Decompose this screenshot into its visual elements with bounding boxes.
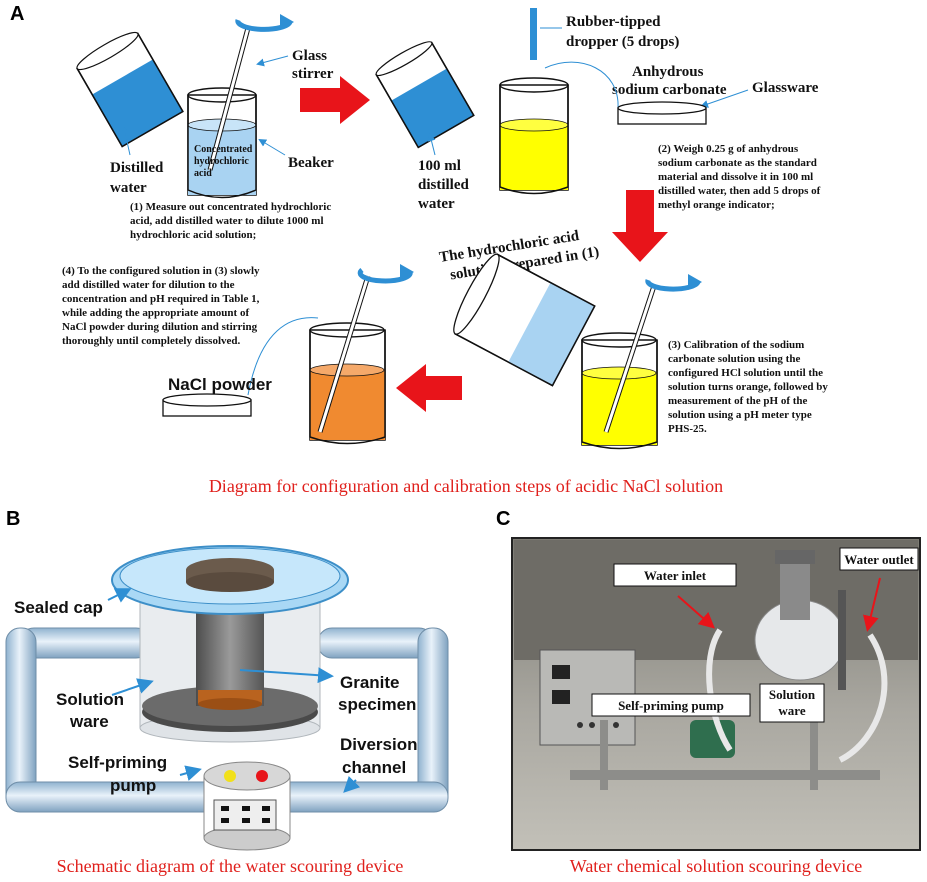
label-water-inlet: Water inlet (644, 568, 707, 583)
sodium-carbonate-beaker (499, 77, 569, 195)
label-water-outlet: Water outlet (844, 552, 914, 567)
label-box-water-outlet (839, 547, 919, 571)
label-box-water-inlet (613, 563, 737, 587)
label-glassware: Glassware (752, 80, 819, 96)
flow-arrow-2 (612, 190, 668, 262)
calibration-beaker (581, 332, 658, 450)
panel-b-letter: B (6, 508, 20, 530)
distilled-water-100ml-beaker (375, 41, 475, 149)
caption-panel-a: Diagram for configuration and calibratio… (209, 476, 723, 496)
dropper-icon (530, 8, 537, 60)
stir-rotation-icon-4 (357, 268, 413, 284)
caption-panel-b: Schematic diagram of the water scouring … (57, 856, 404, 876)
label-sealed-cap: Sealed cap (14, 598, 103, 617)
flow-arrow-1 (300, 76, 370, 124)
panel-c-letter: C (496, 508, 510, 530)
device-photo (511, 537, 921, 851)
label-nacl-powder: NaCl powder (168, 375, 272, 394)
hcl-beaker (187, 87, 257, 199)
label-beaker: Beaker (288, 155, 334, 171)
hcl-solution-pour-beaker (453, 253, 596, 387)
step-4-text: (4) To the configured solution in (3) sl… (62, 265, 260, 347)
caption-panel-c: Water chemical solution scouring device (570, 856, 862, 876)
label-self-priming-pump: Self-priming pump (618, 698, 724, 713)
sealed-cap (111, 545, 349, 615)
step-1-text: (1) Measure out concentrated hydrochlori… (130, 201, 331, 241)
diversion-channel-pipe (5, 627, 449, 813)
panel-a-letter: A (10, 3, 24, 25)
glassware-dish (617, 101, 707, 125)
flow-arrow-3 (396, 364, 462, 412)
self-priming-pump (203, 761, 291, 851)
label-box-solution-ware (759, 683, 825, 723)
label-box-pump (591, 693, 751, 717)
nacl-dish (162, 393, 252, 417)
distilled-water-beaker (76, 31, 184, 148)
